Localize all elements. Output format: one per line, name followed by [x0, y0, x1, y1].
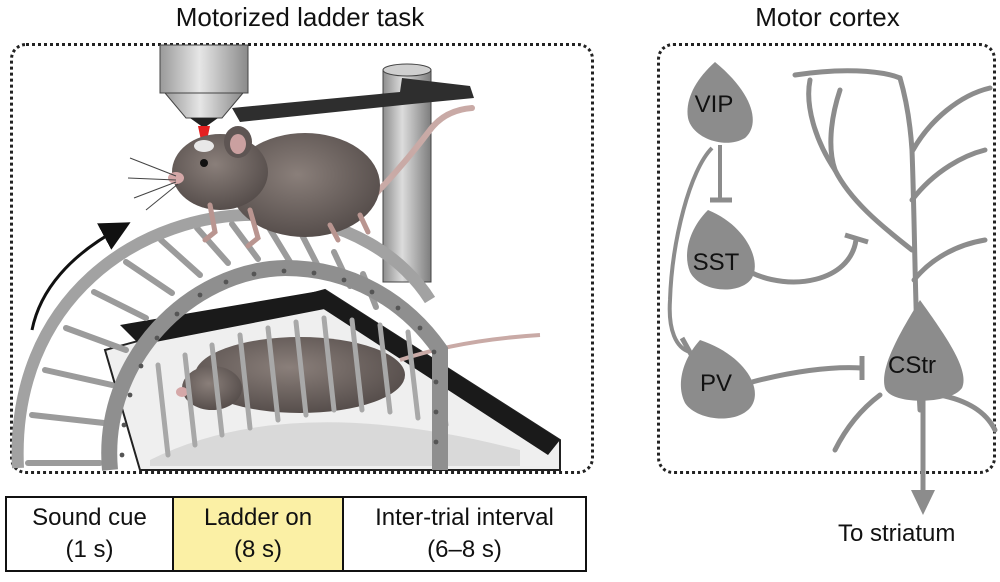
- cstr-neuron: [884, 300, 964, 515]
- phase-label: Inter-trial interval: [375, 504, 554, 531]
- upper-mouse: [127, 105, 475, 249]
- vip-label: VIP: [695, 91, 734, 118]
- sst-neuron: [687, 210, 869, 290]
- phase-label: Sound cue: [32, 504, 147, 531]
- ladder-wheel: [11, 208, 448, 471]
- pv-label: PV: [700, 370, 732, 397]
- ladder-task-title: Motorized ladder task: [175, 2, 425, 32]
- ladder-rungs-lower: [155, 315, 449, 458]
- cortical-dendrites: [792, 68, 998, 453]
- sst-label: SST: [693, 249, 740, 276]
- rotation-arrow: [30, 222, 131, 331]
- phase-duration: (6–8 s): [427, 536, 502, 563]
- phase-duration: (1 s): [65, 536, 114, 563]
- output-arrow-icon: [911, 490, 935, 515]
- to-striatum-label: To striatum: [838, 520, 956, 547]
- cstr-label: CStr: [888, 352, 936, 379]
- motor-cortex-title: Motor cortex: [755, 2, 900, 32]
- phase-ladder-on: Ladder on (8 s): [174, 498, 344, 570]
- phase-sound-cue: Sound cue (1 s): [7, 498, 174, 570]
- trial-timeline: Sound cue (1 s) Ladder on (8 s) Inter-tr…: [5, 496, 587, 572]
- ladder-task-panel: [10, 43, 594, 474]
- phase-duration: (8 s): [234, 536, 282, 563]
- pv-neuron: [679, 336, 865, 419]
- microscope-objective: [159, 44, 249, 128]
- phase-label: Ladder on: [203, 504, 313, 531]
- motor-cortex-panel: [657, 43, 996, 474]
- vip-neuron: [667, 62, 753, 354]
- phase-inter-trial-interval: Inter-trial interval (6–8 s): [344, 498, 585, 570]
